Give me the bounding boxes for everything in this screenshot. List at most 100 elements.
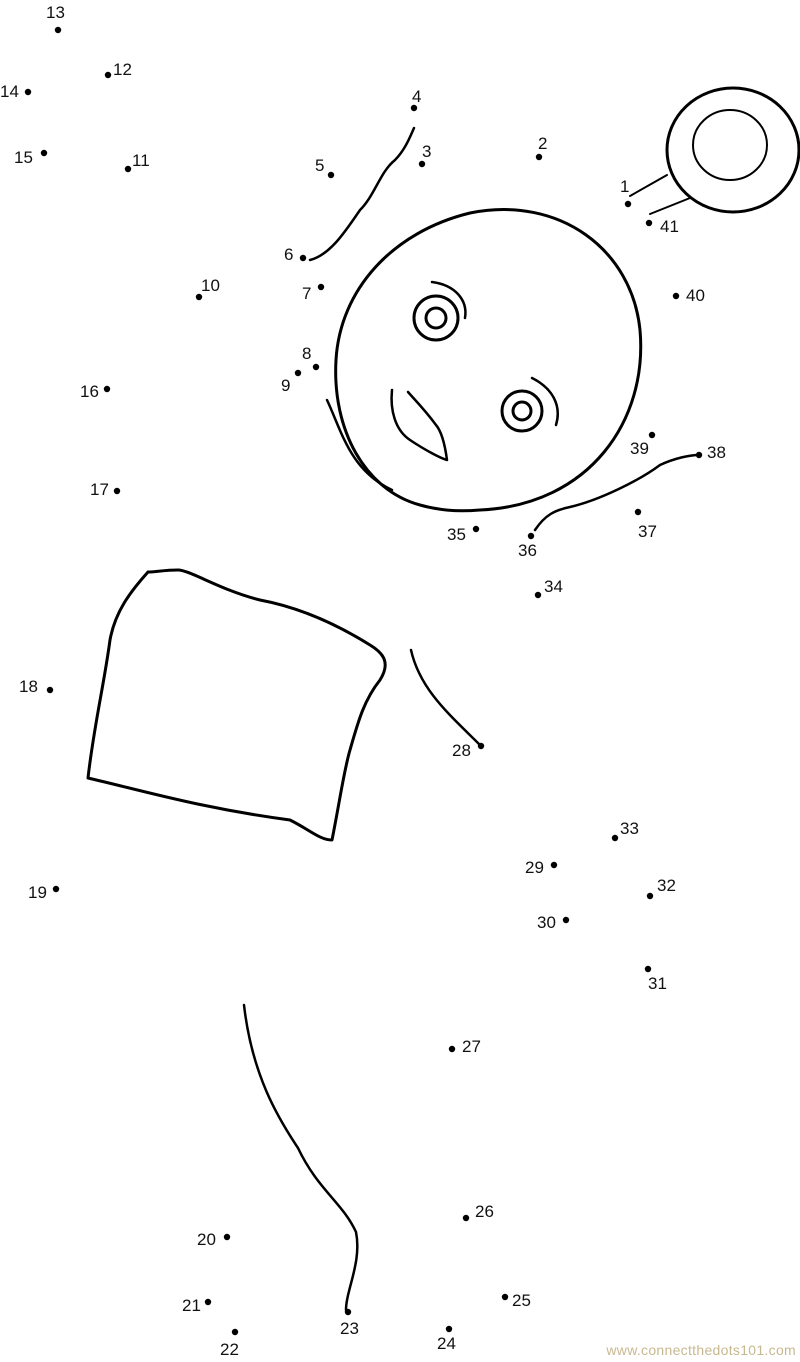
arm-line <box>533 453 701 532</box>
antenna-stem <box>629 174 691 215</box>
dot-label-1: 1 <box>620 177 630 196</box>
dot-23 <box>344 1308 352 1316</box>
dot-2 <box>535 153 543 161</box>
dot-17 <box>113 487 121 495</box>
dot-31 <box>644 965 652 973</box>
body-panel <box>86 568 387 842</box>
dot-5 <box>327 171 335 179</box>
dot-28 <box>477 742 485 750</box>
dot-label-41: 41 <box>660 217 679 236</box>
leg-line <box>242 1003 359 1312</box>
side-line <box>409 648 482 747</box>
dot-label-2: 2 <box>538 134 548 153</box>
dot-label-30: 30 <box>537 913 556 932</box>
left-eye-inner <box>424 306 448 330</box>
antenna-outer-ring <box>665 86 800 214</box>
dot-group <box>24 26 703 1336</box>
dot-8 <box>312 363 320 371</box>
dot-39 <box>648 431 656 439</box>
dot-15 <box>40 149 48 157</box>
dot-label-4: 4 <box>412 87 422 106</box>
dot-label-31: 31 <box>648 974 667 993</box>
dot-label-33: 33 <box>620 819 639 838</box>
dot-9 <box>294 369 302 377</box>
dot-label-7: 7 <box>302 284 312 303</box>
dot-label-15: 15 <box>14 148 33 167</box>
dot-27 <box>448 1045 456 1053</box>
dot-21 <box>204 1298 212 1306</box>
dot-label-19: 19 <box>28 883 47 902</box>
head-outline <box>334 208 643 513</box>
dot-4 <box>410 104 418 112</box>
dot-label-6: 6 <box>284 245 294 264</box>
dot-20 <box>223 1233 231 1241</box>
hair-line <box>308 126 416 262</box>
left-eyebrow <box>430 280 467 320</box>
dot-11 <box>124 165 132 173</box>
dot-33 <box>611 834 619 842</box>
dot-label-23: 23 <box>340 1319 359 1338</box>
right-eyebrow <box>530 376 559 427</box>
dot-label-14: 14 <box>0 82 19 101</box>
dot-14 <box>24 88 32 96</box>
dot-label-29: 29 <box>525 858 544 877</box>
dot-label-28: 28 <box>452 741 471 760</box>
dot-7 <box>317 283 325 291</box>
dot-label-40: 40 <box>686 286 705 305</box>
antenna-inner-ring <box>692 109 768 181</box>
dot-label-34: 34 <box>544 577 563 596</box>
dot-label-9: 9 <box>281 376 291 395</box>
dot-34 <box>534 591 542 599</box>
dot-label-35: 35 <box>447 525 466 544</box>
dot-41 <box>645 219 653 227</box>
dot-label-18: 18 <box>19 677 38 696</box>
dot-24 <box>445 1325 453 1333</box>
dot-29 <box>550 861 558 869</box>
dot-label-32: 32 <box>657 876 676 895</box>
dot-label-10: 10 <box>201 276 220 295</box>
dot-38 <box>695 451 703 459</box>
dot-37 <box>634 508 642 516</box>
dot-label-25: 25 <box>512 1291 531 1310</box>
dot-label-20: 20 <box>197 1230 216 1249</box>
dot-label-17: 17 <box>90 480 109 499</box>
dot-30 <box>562 916 570 924</box>
dot-32 <box>646 892 654 900</box>
dot-6 <box>299 254 307 262</box>
dot-36 <box>527 532 535 540</box>
dot-16 <box>103 385 111 393</box>
cheek-line <box>325 398 394 492</box>
dot-label-27: 27 <box>462 1037 481 1056</box>
dot-26 <box>462 1214 470 1222</box>
dot-1 <box>624 200 632 208</box>
dot-label-36: 36 <box>518 541 537 560</box>
dot-19 <box>52 885 60 893</box>
dot-3 <box>418 160 426 168</box>
dot-label-16: 16 <box>80 382 99 401</box>
dot-35 <box>472 525 480 533</box>
dot-label-38: 38 <box>707 443 726 462</box>
dot-13 <box>54 26 62 34</box>
right-eye-inner <box>511 400 533 422</box>
dot-label-13: 13 <box>46 3 65 22</box>
dot-40 <box>672 292 680 300</box>
dot-label-39: 39 <box>630 439 649 458</box>
dot-label-21: 21 <box>182 1296 201 1315</box>
dot-label-3: 3 <box>422 142 432 161</box>
dot-label-37: 37 <box>638 522 657 541</box>
dot-label-5: 5 <box>315 156 325 175</box>
dot-label-12: 12 <box>113 60 132 79</box>
watermark: www.connectthedots101.com <box>606 1342 796 1358</box>
dot-label-8: 8 <box>302 344 312 363</box>
dot-label-22: 22 <box>220 1340 239 1359</box>
left-eye-outer <box>412 294 460 342</box>
dot-25 <box>501 1293 509 1301</box>
dot-12 <box>104 71 112 79</box>
dot-18 <box>46 686 54 694</box>
mouth <box>390 388 449 462</box>
dot-label-24: 24 <box>437 1334 456 1353</box>
dot-10 <box>195 293 203 301</box>
dot-22 <box>231 1328 239 1336</box>
